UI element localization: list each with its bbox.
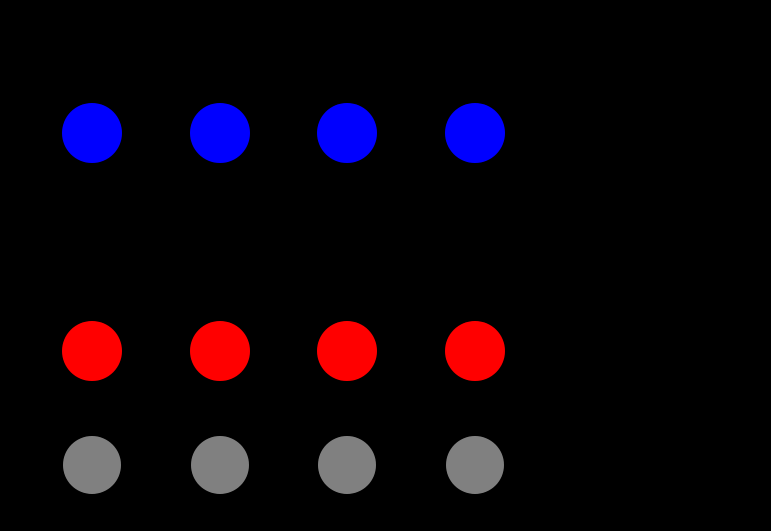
data-point-gray-row-2[interactable]	[191, 436, 249, 494]
series-gray-row	[63, 436, 504, 494]
series-red-row	[62, 321, 505, 381]
data-point-red-row-4[interactable]	[445, 321, 505, 381]
data-point-blue-row-2[interactable]	[190, 103, 250, 163]
data-point-blue-row-4[interactable]	[445, 103, 505, 163]
data-point-red-row-1[interactable]	[62, 321, 122, 381]
data-point-gray-row-3[interactable]	[318, 436, 376, 494]
data-point-red-row-2[interactable]	[190, 321, 250, 381]
data-point-gray-row-4[interactable]	[446, 436, 504, 494]
series-layer	[62, 103, 505, 494]
data-point-red-row-3[interactable]	[317, 321, 377, 381]
data-point-blue-row-1[interactable]	[62, 103, 122, 163]
series-blue-row	[62, 103, 505, 163]
data-point-blue-row-3[interactable]	[317, 103, 377, 163]
data-point-gray-row-1[interactable]	[63, 436, 121, 494]
